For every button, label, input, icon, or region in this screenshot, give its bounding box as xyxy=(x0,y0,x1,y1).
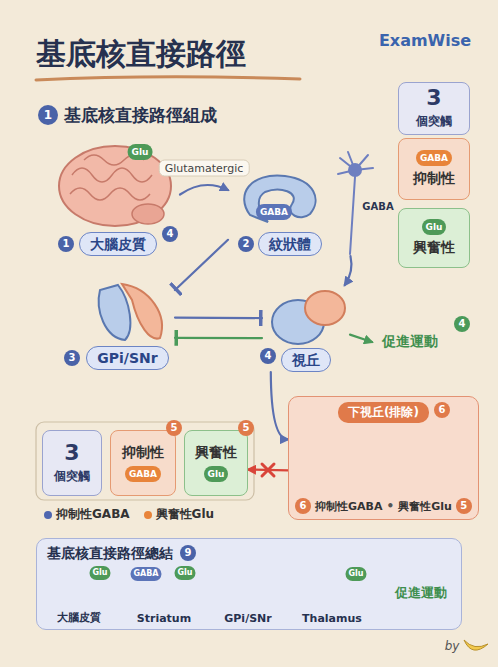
callout-number: 5 xyxy=(166,420,182,436)
brain-shape xyxy=(59,146,171,226)
node-text: 興奮性Glu xyxy=(398,499,452,514)
legend: 抑制性GABA 興奮性Glu xyxy=(44,506,214,523)
node-text: 大腦皮質 xyxy=(57,610,101,625)
transmitter-badge: Glu xyxy=(89,566,110,580)
node-text: GPi/SNr xyxy=(224,612,271,625)
text-row: 6 抑制性GABA • 興奮性Glu 5 xyxy=(295,498,472,514)
connector xyxy=(175,337,262,339)
connector xyxy=(180,185,228,195)
thalamus-shape xyxy=(305,291,345,325)
gpi-snr-node: GPi/SNr xyxy=(80,278,175,370)
node-text: 3 xyxy=(64,442,79,464)
legend-swatch xyxy=(144,511,152,519)
connector xyxy=(350,335,372,342)
legend-text: 興奮性Glu xyxy=(156,506,215,523)
callout-number: 6 xyxy=(434,402,450,418)
node-text: 興奮性 xyxy=(195,444,237,462)
summary-output: 促進運動 xyxy=(385,581,457,605)
callout-number: 6 xyxy=(295,498,311,514)
transmitter-badge: GABA xyxy=(130,567,161,581)
callout-number: 4 xyxy=(162,226,178,242)
callout-number: 1 xyxy=(58,236,74,252)
node-text: GABA xyxy=(416,150,452,166)
node-text: 抑制性GABA xyxy=(315,499,382,514)
node-text: 抑制性 xyxy=(413,170,455,188)
brain-gyri xyxy=(72,168,152,182)
connector xyxy=(271,372,288,439)
separator-dot: • xyxy=(386,499,394,513)
brain-gyri xyxy=(70,188,150,200)
excitatory-box: Glu 興奮性 xyxy=(398,208,470,268)
node-text: Glu xyxy=(204,466,229,482)
excluded-panel: 下視丘(排除) 6 抑制性GABA • 興奮性Glu 5 xyxy=(288,396,479,520)
node-text: GABA xyxy=(125,466,161,482)
inhibitory-box: GABA 抑制性 xyxy=(398,138,470,200)
brand-name: ExamWise xyxy=(379,31,471,50)
node-text: 基底核直接路徑總結 xyxy=(47,545,173,563)
node-text: 視丘 xyxy=(281,348,331,372)
author-credit: by xyxy=(445,639,460,653)
node-text: 促進運動 xyxy=(395,584,447,602)
banana-icon xyxy=(464,640,488,650)
edge-label: Glutamatergic xyxy=(159,160,250,177)
node-text: 個突觸 xyxy=(54,468,90,485)
section-number: 1 xyxy=(38,105,58,125)
node-text: 紋狀體 xyxy=(258,232,322,256)
node-text: 3 xyxy=(426,87,441,109)
node-text: 興奮性 xyxy=(413,239,455,257)
cortex-node: 大腦皮質 xyxy=(55,140,180,256)
synapse-box: 3 個突觸 xyxy=(42,430,102,496)
callout-number: 4 xyxy=(260,348,276,364)
connector xyxy=(248,469,288,472)
summary-panel: 基底核直接路徑總結大腦皮質 Striatum GPi/SNr Thalamus 促進運動 xyxy=(36,538,462,630)
transmitter-badge: GABA xyxy=(256,204,292,220)
legend-item: 抑制性GABA xyxy=(44,506,130,523)
connector xyxy=(345,256,352,285)
group-frame xyxy=(36,422,254,500)
callout-number: 5 xyxy=(238,420,254,436)
transmitter-badge: Glu xyxy=(345,567,366,581)
legend-item: 興奮性Glu xyxy=(144,506,215,523)
node-text: GPi/SNr xyxy=(86,346,168,370)
node-text: 個突觸 xyxy=(416,113,452,130)
section-heading: 基底核直接路徑組成 xyxy=(64,104,217,127)
synapse-box: 3 個突觸 xyxy=(398,82,470,135)
node-text: 大腦皮質 xyxy=(79,232,157,256)
legend-swatch xyxy=(44,511,52,519)
node-text: 下視丘(排除) xyxy=(338,402,429,423)
callout-number: 4 xyxy=(454,316,470,332)
node-text: 促進運動 xyxy=(382,333,438,351)
axon xyxy=(350,177,355,254)
callout-number: 9 xyxy=(180,545,196,561)
output-node: 促進運動 xyxy=(372,330,448,354)
excitatory-box: 興奮性 Glu xyxy=(184,430,248,496)
title: 基底核直接路徑 xyxy=(36,34,246,75)
legend-text: 抑制性GABA xyxy=(56,506,130,523)
node-text: 抑制性 xyxy=(122,444,164,462)
transmitter-badge: Glu xyxy=(128,144,153,160)
summary-step: GPi/SNr xyxy=(217,567,279,625)
neuron-label: GABA xyxy=(362,201,393,212)
title-underline xyxy=(36,77,300,80)
striatum-shape xyxy=(244,176,315,222)
inhibitory-box: 抑制性 GABA xyxy=(110,430,176,496)
neuron-body xyxy=(348,163,362,177)
cerebellum-shape xyxy=(132,204,164,224)
node-text: Thalamus xyxy=(302,612,362,625)
gpi-shape xyxy=(99,285,131,340)
node-text: Glu xyxy=(422,219,447,235)
node-text: Striatum xyxy=(137,612,191,625)
connector xyxy=(175,240,228,290)
transmitter-badge: Glu xyxy=(174,566,195,580)
callout-number: 3 xyxy=(64,350,80,366)
connector xyxy=(175,316,262,319)
callout-number: 2 xyxy=(238,236,254,252)
snr-shape xyxy=(122,284,162,339)
callout-number: 5 xyxy=(456,498,472,514)
